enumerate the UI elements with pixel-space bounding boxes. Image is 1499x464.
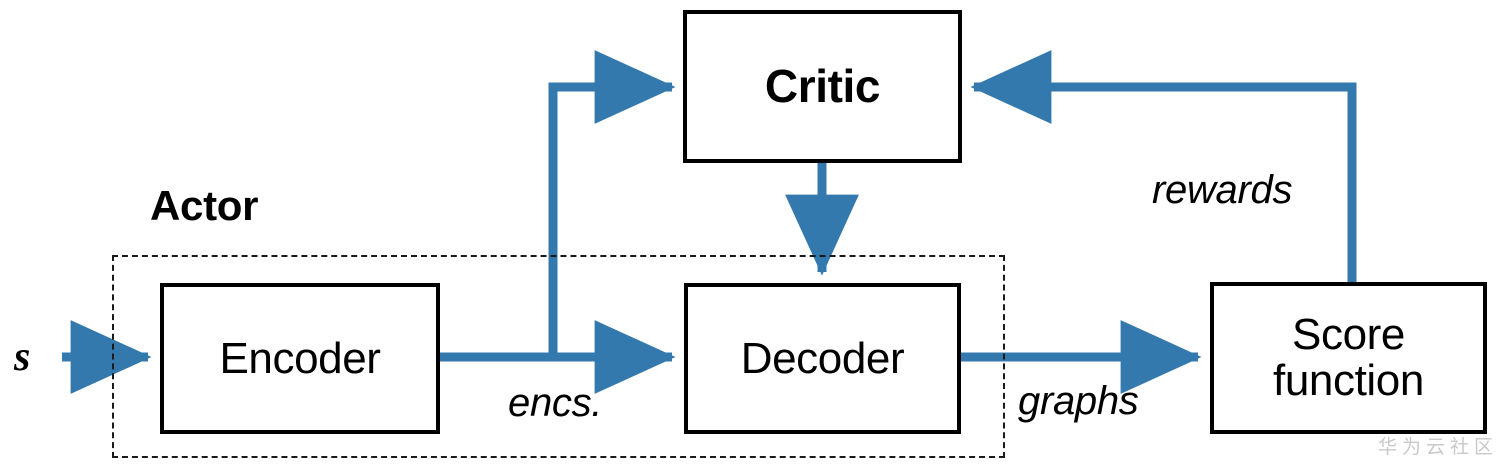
input-state-symbol: s — [14, 334, 31, 380]
edge-encs-to-critic — [548, 50, 676, 357]
group-box-actor — [112, 255, 1005, 458]
watermark: 华为云社区 — [1378, 436, 1499, 458]
node-encoder-label: Encoder — [219, 333, 381, 383]
node-encoder[interactable]: Encoder — [160, 283, 440, 434]
group-title-actor: Actor — [150, 182, 259, 229]
node-score-function-label: Score function — [1273, 310, 1424, 405]
node-decoder-label: Decoder — [740, 333, 905, 383]
edge-label-rewards: rewards — [1152, 168, 1293, 212]
node-decoder[interactable]: Decoder — [684, 283, 961, 434]
edge-score-to-critic — [970, 50, 1357, 282]
node-score-function[interactable]: Score function — [1210, 282, 1487, 434]
edge-label-graphs: graphs — [1018, 379, 1139, 423]
node-critic[interactable]: Critic — [683, 10, 962, 163]
edge-label-encs: encs. — [508, 381, 603, 425]
node-critic-label: Critic — [764, 59, 881, 112]
